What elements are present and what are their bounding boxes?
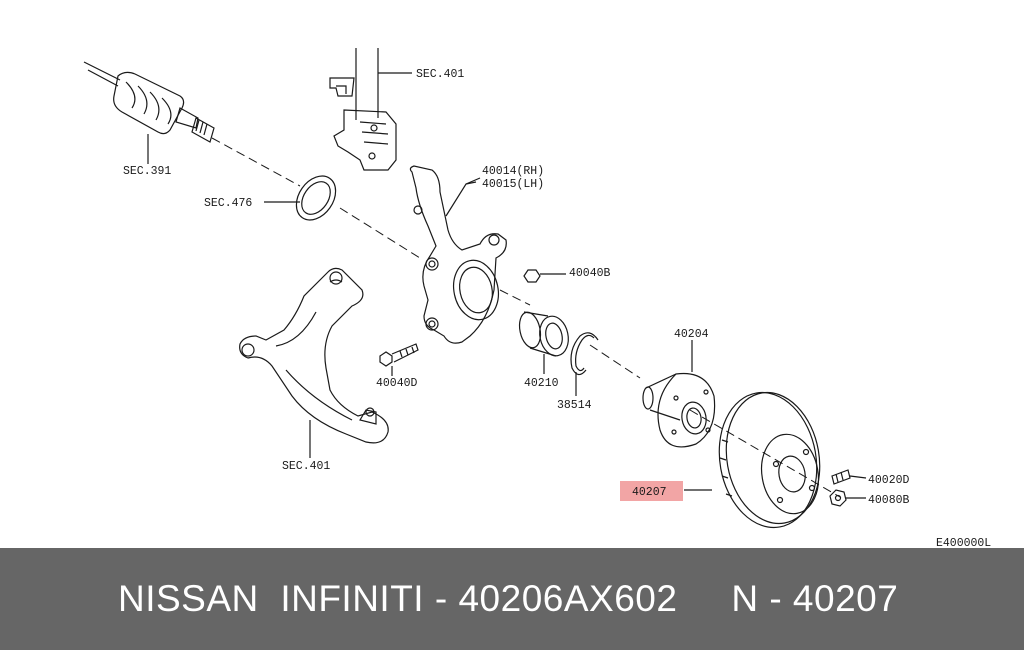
label-knuckle-rh: 40014(RH)	[482, 165, 544, 178]
label-sec391: SEC.391	[123, 165, 171, 178]
brake-rotor	[684, 391, 821, 529]
label-bearing: 40210	[524, 377, 559, 390]
label-knuckle-lh: 40015(LH)	[482, 178, 544, 191]
strut	[329, 48, 412, 171]
nut-40040b	[523, 269, 566, 283]
label-bolt: 40040D	[376, 377, 418, 390]
wheel-nut-40080b	[829, 489, 866, 507]
leader-knuckle	[465, 177, 481, 185]
assembly-centerline	[211, 137, 841, 498]
steering-knuckle	[409, 165, 507, 344]
label-diagram-code: E400000L	[936, 537, 991, 548]
hub	[642, 340, 716, 448]
label-hub-bolt: 40020D	[868, 474, 910, 487]
part-highlight	[620, 481, 683, 501]
snap-ring	[570, 332, 599, 396]
label-sec401-top: SEC.401	[416, 68, 464, 81]
label-nut: 40040B	[569, 267, 611, 280]
lower-control-arm	[239, 267, 389, 458]
bearing	[518, 311, 569, 374]
label-rotor: 40207	[632, 486, 667, 499]
label-wheel-nut: 40080B	[868, 494, 910, 507]
drive-shaft	[83, 61, 215, 164]
part-number-text: NISSAN INFINITI - 40206AX602 N - 40207	[118, 578, 899, 619]
parts-diagram: SEC.391 SEC.401 SEC.476 40014(RH) 40015(…	[83, 48, 991, 550]
hub-bolt-40020d	[831, 469, 867, 485]
sensor-ring	[264, 175, 337, 221]
label-hub: 40204	[674, 328, 709, 341]
label-sec476: SEC.476	[204, 197, 252, 210]
label-sec401-bottom: SEC.401	[282, 460, 330, 473]
part-number-banner: NISSAN INFINITI - 40206AX602 N - 40207	[0, 548, 1024, 650]
bolt-40040d	[379, 343, 419, 376]
label-snap-ring: 38514	[557, 399, 592, 412]
